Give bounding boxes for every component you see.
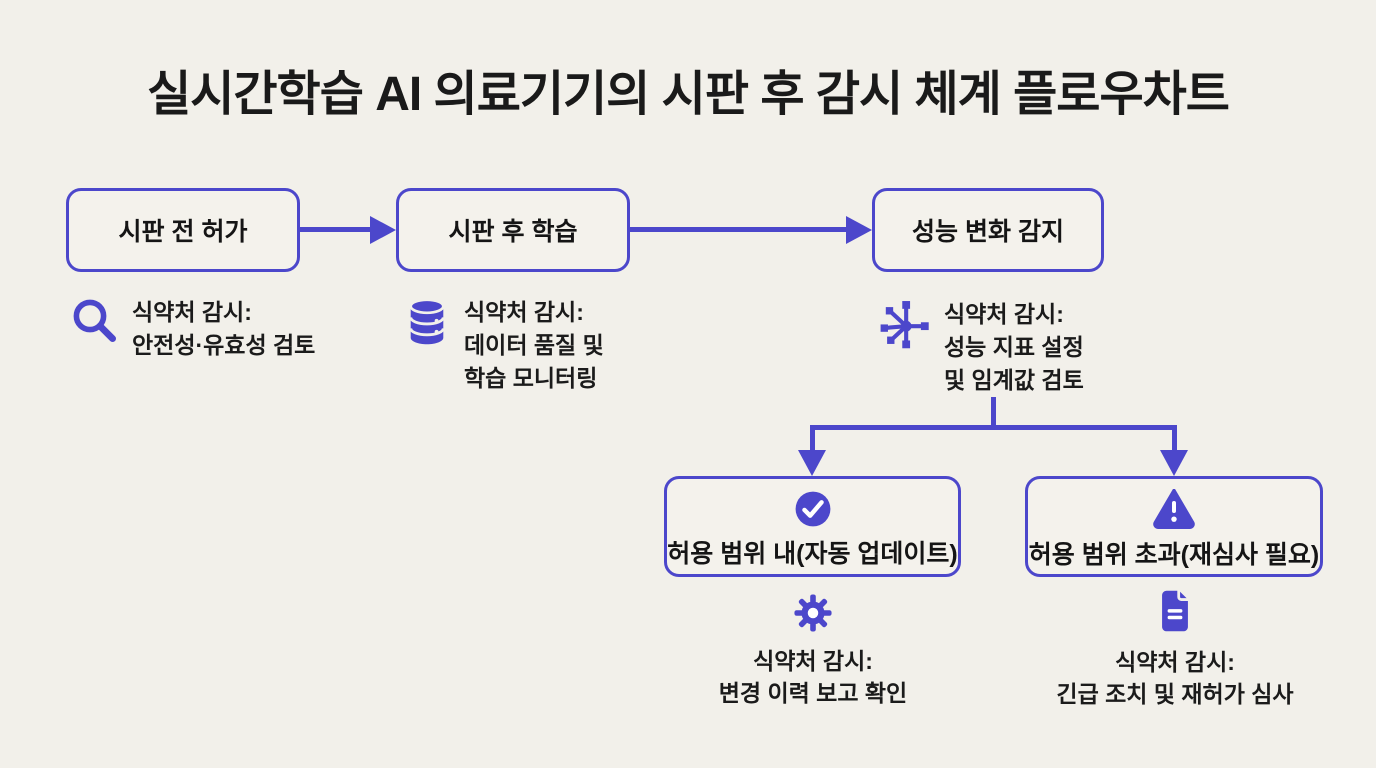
connector-line bbox=[810, 425, 815, 452]
note-line: 안전성·유효성 검토 bbox=[132, 332, 316, 358]
node-performance-change-detect: 성능 변화 감지 bbox=[872, 188, 1104, 272]
note-title: 식약처 감시: bbox=[464, 299, 584, 325]
check-circle-icon bbox=[794, 490, 832, 528]
note-performance-change: 식약처 감시: 성능 지표 설정 및 임계값 검토 bbox=[878, 298, 1084, 397]
note-postmarket-learning: 식약처 감시: 데이터 품질 및 학습 모니터링 bbox=[404, 296, 604, 395]
database-icon bbox=[404, 296, 450, 348]
connector-line bbox=[991, 397, 996, 428]
document-icon bbox=[1156, 587, 1194, 635]
note-line: 변경 이력 보고 확인 bbox=[718, 680, 908, 706]
node-label: 시판 전 허가 bbox=[118, 218, 248, 246]
node-postmarket-learning: 시판 후 학습 bbox=[396, 188, 630, 272]
note-reexamination: 식약처 감시: 긴급 조치 및 재허가 심사 bbox=[1000, 587, 1350, 710]
note-text: 식약처 감시: 데이터 품질 및 학습 모니터링 bbox=[464, 296, 604, 395]
node-exceeds-allowed-range: 허용 범위 초과(재심사 필요) bbox=[1025, 476, 1323, 577]
note-text: 식약처 감시: 성능 지표 설정 및 임계값 검토 bbox=[944, 298, 1084, 397]
arrow-right-icon bbox=[846, 216, 872, 244]
arrow-down-icon bbox=[798, 450, 826, 476]
node-label: 허용 범위 초과(재심사 필요) bbox=[1028, 540, 1320, 569]
node-within-allowed-range: 허용 범위 내(자동 업데이트) bbox=[664, 476, 961, 577]
note-line: 긴급 조치 및 재허가 심사 bbox=[1056, 681, 1294, 707]
page-title: 실시간학습 AI 의료기기의 시판 후 감시 체계 플로우차트 bbox=[147, 68, 1230, 121]
note-text: 식약처 감시: 안전성·유효성 검토 bbox=[132, 296, 315, 362]
connector-line bbox=[300, 227, 374, 232]
note-title: 식약처 감시: bbox=[944, 301, 1064, 327]
node-premarket-approval: 시판 전 허가 bbox=[66, 188, 300, 272]
arrow-right-icon bbox=[370, 216, 396, 244]
note-auto-update: 식약처 감시: 변경 이력 보고 확인 bbox=[663, 592, 963, 709]
note-line: 성능 지표 설정 bbox=[944, 334, 1084, 360]
magnifier-icon bbox=[70, 296, 118, 344]
warning-icon bbox=[1152, 488, 1196, 529]
node-label: 허용 범위 내(자동 업데이트) bbox=[667, 539, 958, 568]
network-icon bbox=[878, 298, 930, 350]
note-line: 학습 모니터링 bbox=[464, 365, 598, 391]
note-premarket: 식약처 감시: 안전성·유효성 검토 bbox=[70, 296, 315, 362]
gear-icon bbox=[792, 592, 834, 634]
node-label: 성능 변화 감지 bbox=[912, 218, 1064, 246]
note-text: 식약처 감시: 긴급 조치 및 재허가 심사 bbox=[1000, 646, 1350, 710]
note-title: 식약처 감시: bbox=[753, 648, 873, 674]
note-line: 및 임계값 검토 bbox=[944, 367, 1084, 393]
note-title: 식약처 감시: bbox=[132, 299, 252, 325]
connector-line bbox=[810, 425, 1177, 430]
note-title: 식약처 감시: bbox=[1115, 649, 1235, 675]
arrow-down-icon bbox=[1160, 450, 1188, 476]
note-text: 식약처 감시: 변경 이력 보고 확인 bbox=[663, 645, 963, 709]
connector-line bbox=[630, 227, 848, 232]
note-line: 데이터 품질 및 bbox=[464, 332, 604, 358]
node-label: 시판 후 학습 bbox=[448, 218, 578, 246]
connector-line bbox=[1172, 425, 1177, 452]
